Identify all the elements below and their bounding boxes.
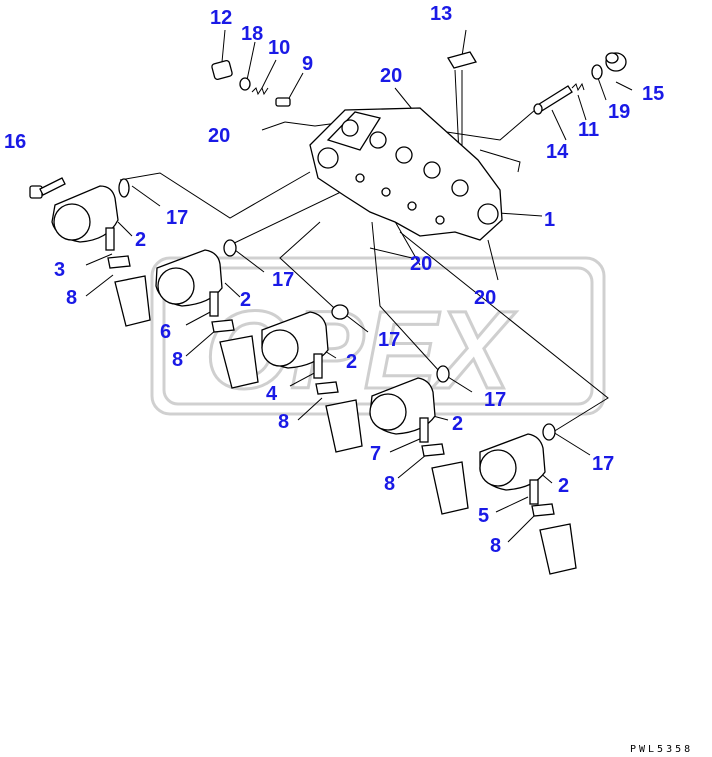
callout-15: 15 [642,83,664,105]
callout-10: 10 [268,37,290,59]
callout-8-a: 8 [66,287,77,309]
o-ring-19 [591,64,603,80]
spool-14 [533,85,573,115]
o-ring-18 [239,77,251,91]
drawing-code: PWL5358 [630,744,693,755]
plug-15 [605,52,627,72]
callout-14: 14 [546,141,569,163]
callout-1: 1 [544,209,555,231]
callout-5: 5 [478,505,489,527]
callout-17-b: 17 [272,269,294,291]
callouts: 12 18 10 9 13 15 19 11 14 20 20 20 20 16… [4,3,664,557]
valve-body [309,107,503,241]
callout-2-d: 2 [452,413,463,435]
o-ring-17-c [331,304,349,320]
callout-8-d: 8 [384,473,395,495]
callout-20-top: 20 [380,65,402,87]
callout-12: 12 [210,7,232,29]
callout-2-e: 2 [558,475,569,497]
callout-16: 16 [4,131,26,153]
callout-8-c: 8 [278,411,289,433]
plug-12 [211,59,233,81]
callout-7: 7 [370,443,381,465]
plate-13 [447,51,477,69]
callout-2-c: 2 [346,351,357,373]
solenoid-set-4 [369,365,469,515]
callout-18: 18 [241,23,263,45]
solenoid-set-5 [479,423,577,575]
piston-9 [275,97,291,107]
assembly-lines [119,109,609,433]
callout-17-a: 17 [166,207,188,229]
callout-20-bottom: 20 [410,253,432,275]
callout-8-e: 8 [490,535,501,557]
spring-10 [251,86,269,96]
callout-17-d: 17 [484,389,506,411]
o-ring-17-d [436,365,450,383]
o-ring-17-e [542,423,556,441]
solenoid-set-1 [51,178,151,327]
spring-11 [571,82,585,92]
o-ring-17-b [223,239,237,257]
watermark: OPEX [150,256,606,416]
callout-13: 13 [430,3,452,25]
callout-20-right: 20 [474,287,496,309]
bolt-16 [29,177,66,199]
callout-3: 3 [54,259,65,281]
callout-17-c: 17 [378,329,400,351]
callout-19: 19 [608,101,630,123]
callout-4: 4 [266,383,278,405]
callout-20-left: 20 [208,125,230,147]
callout-2-a: 2 [135,229,146,251]
callout-9: 9 [302,53,313,75]
callout-8-b: 8 [172,349,183,371]
callout-2-b: 2 [240,289,251,311]
callout-17-e: 17 [592,453,614,475]
o-ring-17-a [118,178,130,198]
callout-6: 6 [160,321,171,343]
solenoid-set-3 [261,304,363,453]
solenoid-set-2 [155,239,259,389]
watermark-text: OPEX [205,289,516,412]
callout-11: 11 [578,119,599,141]
